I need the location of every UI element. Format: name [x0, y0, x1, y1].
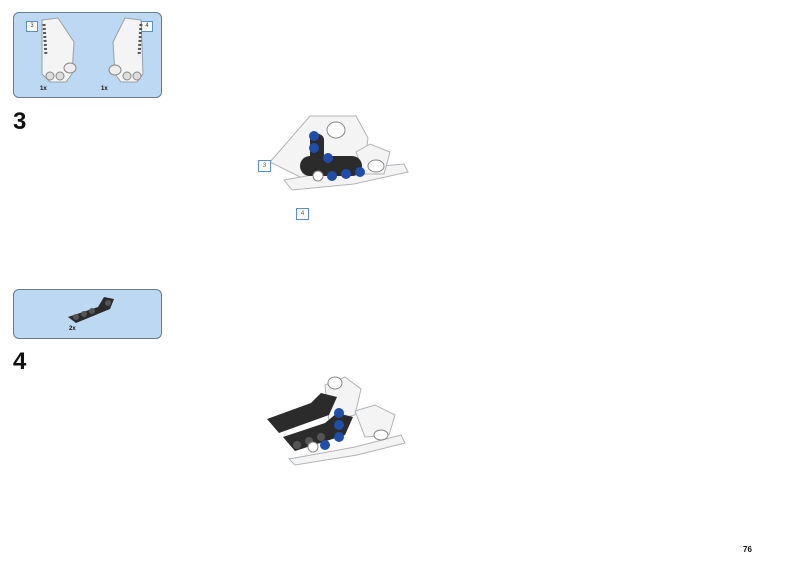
step-number: 4 [13, 348, 27, 375]
panel-piece-left-image [41, 17, 77, 83]
step-3-assembly-image [269, 115, 409, 191]
parts-list-step-4: 2x [13, 289, 162, 339]
part-quantity: 1x [101, 86, 108, 92]
page-number: 76 [743, 545, 752, 554]
parts-list-step-3: 3 4 1x 1x [13, 12, 162, 98]
part-quantity: 1x [40, 86, 47, 92]
step-4-assembly-image [267, 376, 406, 466]
part-quantity: 2x [69, 326, 76, 332]
step-number: 3 [13, 108, 27, 135]
callout-tag: 3 [258, 160, 271, 172]
part-tag: 3 [26, 21, 38, 32]
callout-tag: 4 [296, 208, 309, 220]
angled-beam-image [68, 297, 114, 323]
panel-piece-right-image [108, 17, 144, 83]
